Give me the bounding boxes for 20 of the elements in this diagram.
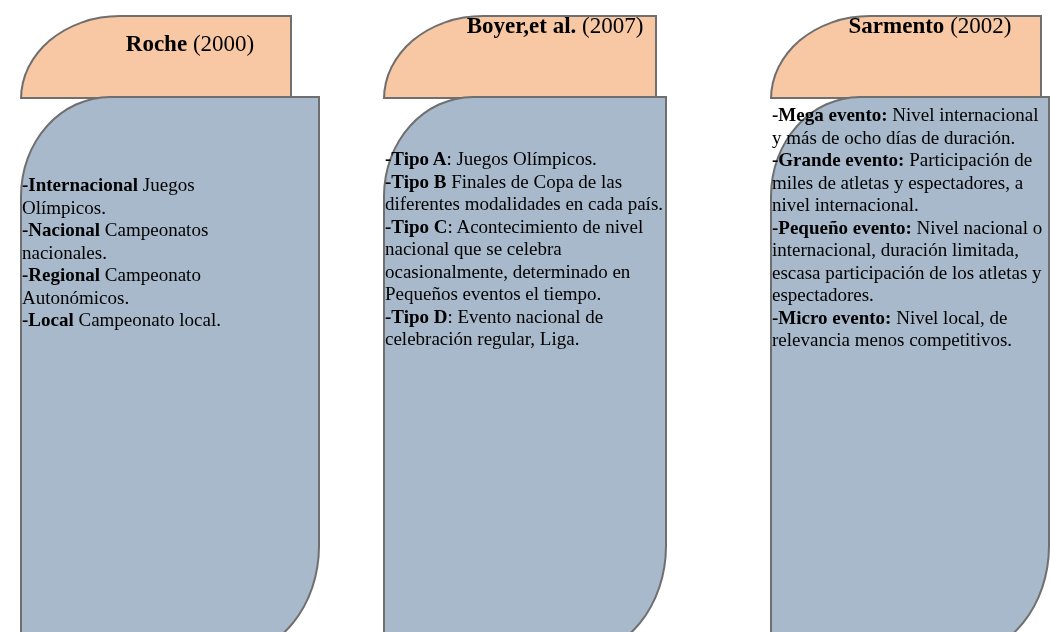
card-text: -Local Campeonato local. (21, 309, 222, 332)
card-text: -Tipo B Finales de Copa de las diferentes modalidades en cada país. (384, 170, 665, 216)
tab-heading: Roche (2000) (124, 32, 256, 56)
card-text: -Micro evento: Nivel local, de relevancia menos competitivos. (771, 306, 1014, 352)
heading-tab (20, 15, 292, 99)
tab-heading: Boyer,et al. (2007) (465, 14, 645, 38)
heading-tab (383, 15, 657, 99)
card-text: -Tipo C: Acontecimiento de nivel nacional que se celebra ocasionalmente, determinado en Pequeños eventos el tiempo. (384, 215, 645, 306)
tab-heading: Sarmento (2002) (847, 14, 1013, 38)
heading-tab (770, 15, 1042, 99)
card-text: -Internacional Juegos Olímpicos. (21, 174, 196, 219)
card-text: -Nacional Campeonatos nacionales. (21, 219, 210, 264)
card-text: -Grande evento: Participación de miles de atletas y espectadores, a nivel internacional. (771, 149, 1034, 217)
content-card (383, 96, 667, 632)
content-card (20, 96, 320, 632)
card-text: -Regional Campeonato Autonómicos. (21, 264, 202, 309)
card-text: -Pequeño evento: Nivel nacional o internacional, duración limitada, escasa participación de los atletas y espectadores. (771, 216, 1044, 307)
content-card (770, 96, 1050, 632)
card-text: -Tipo D: Evento nacional de celebración regular, Liga. (384, 305, 605, 351)
card-text: -Tipo A: Juegos Olímpicos. (384, 148, 598, 171)
